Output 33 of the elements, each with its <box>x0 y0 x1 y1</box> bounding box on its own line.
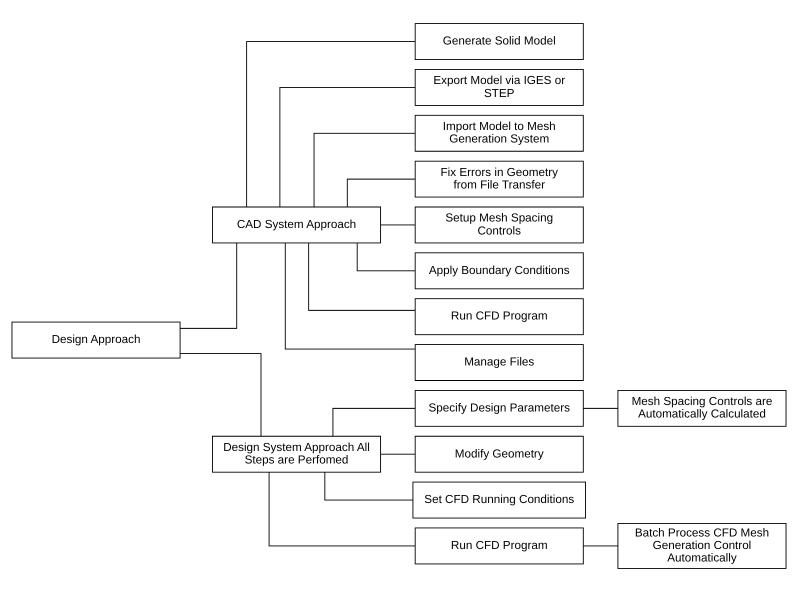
node-box: Design System Approach All Steps are Perfomed <box>212 436 382 473</box>
connector <box>583 545 618 546</box>
node-box: Setup Mesh Spacing Controls <box>414 206 584 244</box>
node-box: Generate Solid Model <box>414 23 584 60</box>
node-box: Modify Geometry <box>414 436 584 473</box>
connector <box>356 242 416 272</box>
connector <box>246 41 416 208</box>
node-box: Manage Files <box>414 344 584 381</box>
connector <box>346 178 416 208</box>
connector <box>380 224 416 226</box>
connector <box>180 353 262 437</box>
connector <box>268 472 416 546</box>
node-box: Mesh Spacing Controls are Automatically Calculated <box>617 390 786 427</box>
node-box: Run CFD Program <box>414 298 584 336</box>
connector <box>180 242 238 329</box>
node-box: Fix Errors in Geometry from File Transfer <box>414 160 584 198</box>
connector <box>583 408 618 409</box>
connector <box>284 242 416 350</box>
connector <box>324 472 414 501</box>
node-box: Specify Design Parameters <box>414 390 584 427</box>
node-box: Apply Boundary Conditions <box>414 252 584 290</box>
connector <box>308 242 416 311</box>
connector <box>380 454 416 455</box>
node-box: CAD System Approach <box>212 206 382 244</box>
node-box: Design Approach <box>12 322 181 358</box>
node-box: Import Model to Mesh Generation System <box>414 114 584 152</box>
node-box: Run CFD Program <box>414 528 584 564</box>
connector <box>314 132 416 208</box>
connector <box>332 408 416 437</box>
node-box: Batch Process CFD Mesh Generation Control Automatically <box>617 523 786 569</box>
node-box: Export Model via IGES or STEP <box>414 69 584 106</box>
connector <box>279 86 416 208</box>
node-box: Set CFD Running Conditions <box>412 482 586 518</box>
